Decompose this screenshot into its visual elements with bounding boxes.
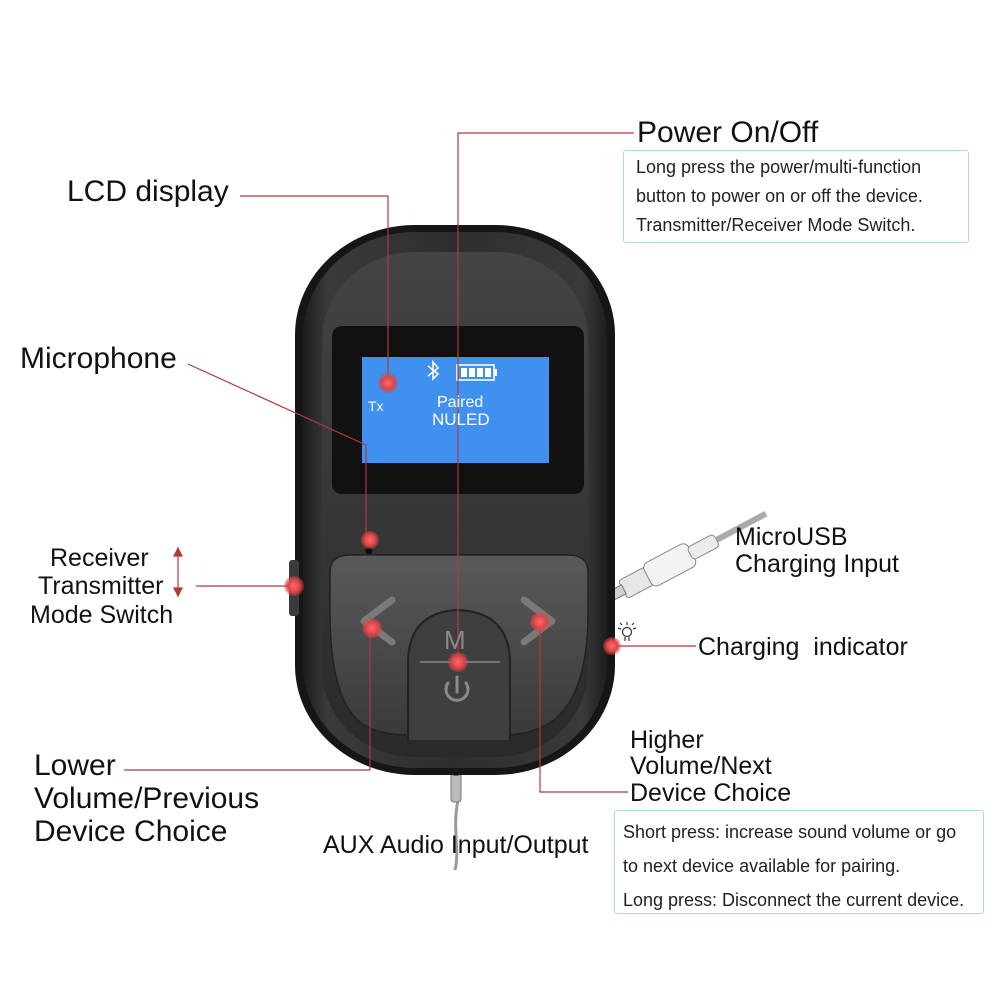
- note-power: Long press the power/multi-function butt…: [623, 150, 969, 243]
- battery-icon: [456, 364, 497, 381]
- m-button-letter: M: [444, 625, 466, 655]
- label-microphone: Microphone: [20, 342, 177, 375]
- callout-lines: [124, 132, 696, 793]
- label-higher-3: Device Choice: [630, 779, 792, 807]
- microusb-cable: [608, 511, 768, 601]
- label-power: Power On/Off: [637, 116, 819, 149]
- label-higher-1: Higher: [630, 726, 704, 754]
- label-microusb-2: Charging Input: [735, 550, 900, 578]
- label-mode-switch-3: Mode Switch: [30, 601, 174, 629]
- note-power-line-1: Long press the power/multi-function: [636, 157, 922, 177]
- note-power-line-2: button to power on or off the device.: [636, 186, 923, 206]
- mode-switch-arrows: [173, 546, 183, 598]
- label-mode-switch-2: Transmitter: [38, 572, 164, 600]
- note-press-actions: Short press: increase sound volume or go…: [614, 810, 984, 914]
- label-aux: AUX Audio Input/Output: [323, 831, 589, 859]
- note-press-line-1: Short press: increase sound volume or go: [623, 822, 957, 842]
- label-microusb-1: MicroUSB: [735, 523, 848, 551]
- lcd-device-name: NULED: [432, 410, 490, 429]
- label-higher-2: Volume/Next: [630, 752, 772, 780]
- lcd-mode-text: Tx: [368, 398, 384, 414]
- label-mode-switch-1: Receiver: [50, 544, 149, 572]
- light-bulb-icon: [617, 622, 637, 641]
- chevron-left-icon: [360, 596, 396, 646]
- label-charging-indicator: Charging indicator: [698, 633, 908, 661]
- label-lcd-display: LCD display: [67, 175, 229, 208]
- note-press-line-2: to next device available for pairing.: [623, 856, 901, 876]
- label-lower-2: Volume/Previous: [34, 782, 260, 815]
- callout-markers: [284, 373, 621, 672]
- chevron-right-icon: [520, 596, 556, 646]
- device-body: [289, 225, 615, 775]
- bluetooth-icon: [427, 359, 440, 381]
- power-icon: [444, 675, 470, 702]
- lcd-status-text: Paired: [437, 394, 484, 411]
- label-lower-1: Lower: [34, 749, 116, 782]
- note-power-line-3: Transmitter/Receiver Mode Switch.: [636, 215, 916, 235]
- note-press-line-3: Long press: Disconnect the current devic…: [623, 890, 965, 910]
- label-lower-3: Device Choice: [34, 815, 228, 848]
